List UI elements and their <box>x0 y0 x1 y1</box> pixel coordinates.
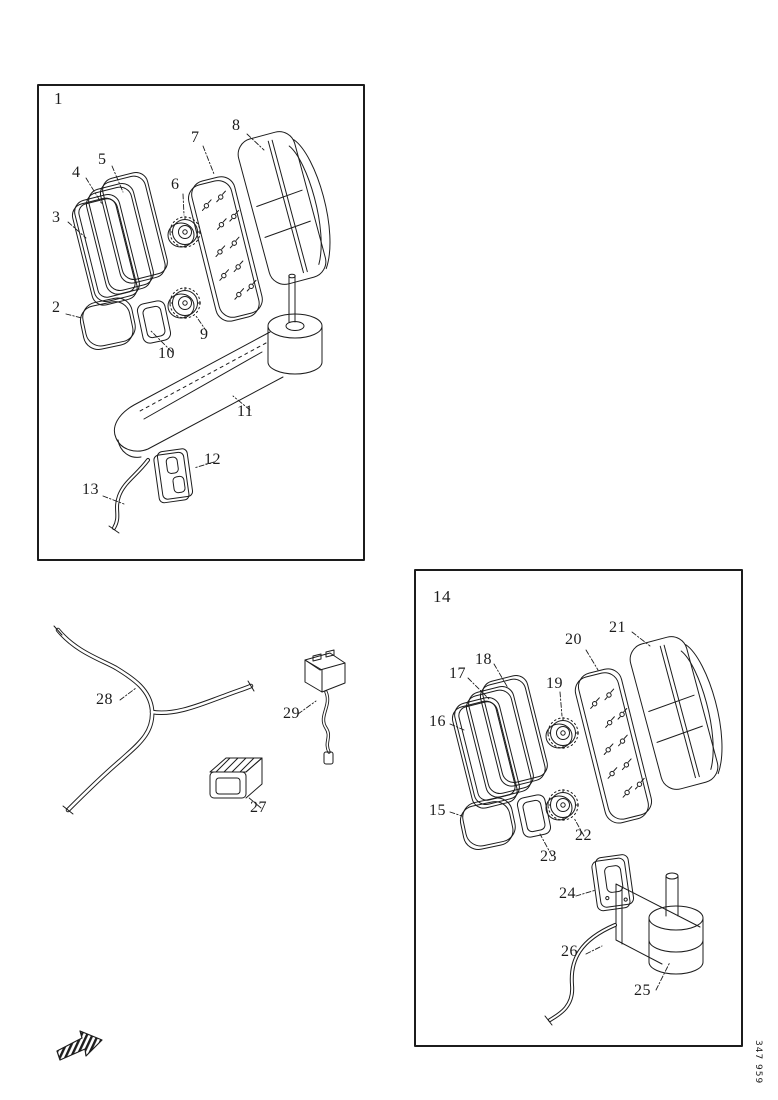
callout-26: 26 <box>561 943 578 960</box>
callout-13: 13 <box>82 481 99 498</box>
part-9-small-adjuster-motor <box>167 287 201 319</box>
callout-4: 4 <box>72 164 81 181</box>
figure-14-artwork <box>449 631 723 1026</box>
part-7-back-plate <box>188 176 263 322</box>
part-12-mounting-bracket <box>153 448 194 504</box>
callout-12: 12 <box>204 451 221 468</box>
callout-2: 2 <box>52 299 61 316</box>
callout-28: 28 <box>96 691 113 708</box>
figure-14-leader-lines <box>449 631 671 991</box>
callout-23: 23 <box>540 848 557 865</box>
part-20-back-plate <box>574 668 653 824</box>
figure-1-leader-lines <box>65 133 265 505</box>
figure-14-frame <box>414 569 743 1047</box>
callout-9: 9 <box>200 326 209 343</box>
figure-1-frame <box>37 84 365 561</box>
part-5-frame-panel <box>99 172 168 284</box>
part-29-connector-plug <box>304 649 346 765</box>
callout-10: 10 <box>158 345 175 362</box>
callout-24: 24 <box>559 885 576 902</box>
part-6-adjuster-motor <box>167 216 201 248</box>
callout-18: 18 <box>475 651 492 668</box>
part-3-mirror-glass <box>71 194 140 306</box>
part-8-mirror-housing <box>237 131 331 285</box>
part-19-adjuster-motor <box>545 717 579 749</box>
loose-leader-lines <box>119 687 317 809</box>
part-10-small-mirror-frame <box>136 300 172 344</box>
loose-parts-artwork <box>53 625 346 815</box>
part-13-cable <box>108 458 150 534</box>
part-22-small-adjuster-motor <box>545 789 579 821</box>
part-16-mirror-glass <box>451 697 520 809</box>
part-15-small-mirror-glass <box>459 797 516 850</box>
callout-25: 25 <box>634 982 651 999</box>
part-26-cable <box>544 923 617 1026</box>
part-21-mirror-housing <box>629 636 723 790</box>
part-28-wiring-harness <box>53 625 255 815</box>
figure-1-label: 1 <box>54 89 63 108</box>
figure-number-code: 347 959 <box>753 1040 763 1085</box>
callout-3: 3 <box>52 209 61 226</box>
callout-6: 6 <box>171 176 180 193</box>
part-24-bracket-plate <box>591 854 635 912</box>
callout-22: 22 <box>575 827 592 844</box>
part-11-mirror-arm <box>113 273 323 458</box>
callout-7: 7 <box>191 129 200 146</box>
callout-15: 15 <box>429 802 446 819</box>
part-2-small-mirror-glass <box>79 297 136 350</box>
callout-8: 8 <box>232 117 241 134</box>
callout-11: 11 <box>237 403 254 420</box>
figure-1-artwork <box>65 131 331 534</box>
part-18-frame-panel <box>479 675 548 787</box>
part-27-connector-block <box>209 757 263 799</box>
part-25-pivot-motor <box>615 872 704 975</box>
callout-5: 5 <box>98 151 107 168</box>
callout-27: 27 <box>250 799 267 816</box>
callout-21: 21 <box>609 619 626 636</box>
callout-29: 29 <box>283 705 300 722</box>
part-17-glass-holder <box>465 686 534 798</box>
figure-14-label: 14 <box>433 587 451 606</box>
part-4-glass-holder <box>85 183 154 295</box>
callout-17: 17 <box>449 665 466 682</box>
forward-direction-arrow-icon <box>56 1030 103 1061</box>
callout-19: 19 <box>546 675 563 692</box>
callout-20: 20 <box>565 631 582 648</box>
part-23-small-mirror-frame <box>516 794 552 838</box>
callout-16: 16 <box>429 713 446 730</box>
